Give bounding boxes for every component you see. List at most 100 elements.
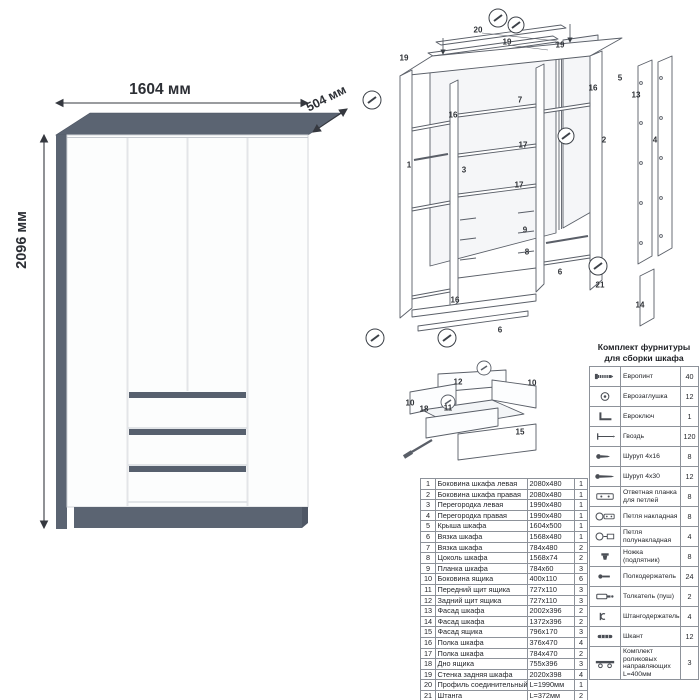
part-size-cell: 755x396 <box>527 658 575 670</box>
hardware-name-cell: Петля полунакладная <box>620 526 681 547</box>
shelf-pin-icon <box>594 571 616 582</box>
hinge-plate-icon <box>594 491 616 502</box>
part-qty-cell: 2 <box>574 615 588 628</box>
cap-icon <box>594 391 616 402</box>
hardware-icon-use <box>600 613 605 620</box>
part-number-cell: 5 <box>420 520 436 532</box>
part-size-cell: 400x110 <box>527 573 575 585</box>
part-number-cell: 8 <box>420 552 436 564</box>
hardware-qty-cell: 12 <box>680 626 699 647</box>
part-qty-cell: 1 <box>574 499 588 511</box>
plinth-piece <box>417 310 529 332</box>
part-name-cell: Фасад шкафа <box>435 605 528 617</box>
hardware-name-cell: Ответная планка для петлей <box>620 486 681 507</box>
plinth-right-step <box>302 507 308 528</box>
leader-line <box>481 32 558 42</box>
parts-table-row: 9 Планка шкафа 784x60 3 <box>420 562 588 575</box>
part-qty-cell: 1 <box>574 478 588 490</box>
hardware-row: Шкант 12 <box>589 626 699 647</box>
hardware-row: Петля накладная 8 <box>589 506 699 527</box>
hardware-icon-use <box>600 412 611 419</box>
part-size-cell: L=372мм <box>527 689 575 700</box>
part-number-cell: 2 <box>420 488 436 501</box>
part-name-cell: Полка шкафа <box>435 636 528 649</box>
leader-line <box>507 44 549 51</box>
part-name-cell: Фасад ящика <box>435 626 528 638</box>
part-number-cell: 17 <box>420 647 436 660</box>
parts-table-row: 17 Полка шкафа 784x470 2 <box>420 647 588 660</box>
door-panel <box>657 55 673 257</box>
shelf <box>411 200 451 212</box>
part-size-cell: 2002x396 <box>527 605 575 617</box>
part-name-cell: Дно ящика <box>435 658 528 670</box>
hinge-icon <box>594 531 616 542</box>
screwdriver-icon <box>409 439 433 454</box>
hardware-qty-cell: 8 <box>680 546 699 567</box>
hardware-icon-cell <box>589 606 621 627</box>
drawer-handles <box>129 392 246 472</box>
hardware-qty-cell: 120 <box>680 426 699 447</box>
hardware-name-cell: Европинт <box>620 366 681 387</box>
height-dimension-label: 2096 мм <box>14 211 30 269</box>
hardware-qty-cell: 8 <box>680 446 699 467</box>
hardware-name-cell: Еврозаглушка <box>620 386 681 407</box>
part-qty-cell: 1 <box>574 530 588 543</box>
part-size-cell: 2080x480 <box>527 488 575 501</box>
hardware-row: Евроключ 1 <box>589 406 699 427</box>
drawer-assembly-diagram <box>398 358 548 470</box>
part-name-cell: Планка шкафа <box>435 562 528 575</box>
hardware-kit: Комплект фурнитуры для сборки шкафа Евро… <box>589 342 699 681</box>
hardware-name-cell: Штангодержатель <box>620 606 681 627</box>
plank <box>457 267 537 279</box>
depth-dimension-arrow <box>312 108 348 133</box>
drawer-seams <box>128 427 247 503</box>
hardware-icon-use <box>601 393 609 401</box>
hardware-icon-use <box>595 374 613 379</box>
hardware-name-cell: Шуруп 4x30 <box>620 466 681 487</box>
hardware-name-cell: Комплект роликовых направляющих L=400мм <box>620 645 681 681</box>
parts-table-row: 8 Цоколь шкафа 1568x74 2 <box>420 552 588 564</box>
hardware-icon-cell <box>589 645 621 681</box>
hinge-icon <box>594 511 616 522</box>
hardware-name-cell: Толкатель (пуш) <box>620 586 681 607</box>
width-dimension-label: 1604 мм <box>129 81 191 98</box>
exploded-assembly-diagram <box>358 8 700 348</box>
drawer-rail-icon <box>594 658 616 669</box>
part-name-cell: Цоколь шкафа <box>435 552 528 564</box>
part-number-cell: 18 <box>420 658 436 670</box>
part-name-cell: Профиль соединительный <box>435 679 528 691</box>
hardware-icon-cell <box>589 626 621 647</box>
drawer-front-panel <box>425 407 499 439</box>
part-qty-cell: 2 <box>574 605 588 617</box>
hardware-qty-cell: 40 <box>680 366 699 387</box>
hardware-qty-cell: 4 <box>680 606 699 627</box>
parts-table-row: 19 Стенка задняя шкафа 2020x398 4 <box>420 668 588 681</box>
part-number-cell: 4 <box>420 509 436 522</box>
part-name-cell: Задний щит ящика <box>435 594 528 607</box>
part-size-cell: 1604x500 <box>527 520 575 532</box>
part-size-cell: 784x470 <box>527 647 575 660</box>
wardrobe-left-side <box>56 135 67 529</box>
side-panel-right <box>589 50 603 291</box>
part-name-cell: Передний щит ящика <box>435 583 528 596</box>
part-number-cell: 14 <box>420 615 436 628</box>
hardware-row: Шуруп 4x30 12 <box>589 466 699 487</box>
leg-icon <box>594 551 616 562</box>
side-panel-left <box>399 69 413 319</box>
parts-table-row: 6 Вязка шкафа 1568x480 1 <box>420 530 588 543</box>
hardware-icon-cell <box>589 446 621 467</box>
part-qty-cell: 2 <box>574 541 588 554</box>
hardware-name-cell: Шуруп 4x16 <box>620 446 681 467</box>
hardware-name-cell: Евроключ <box>620 406 681 427</box>
roof-panel <box>399 37 623 77</box>
drawer-facade-panel <box>457 423 537 461</box>
parts-table-row: 4 Перегородка правая 1990x480 1 <box>420 509 588 522</box>
wardrobe-render: 1604 мм 504 мм 2096 мм <box>10 75 360 565</box>
part-qty-cell: 3 <box>574 562 588 575</box>
screwdriver-handle <box>402 450 414 459</box>
part-size-cell: 1568x480 <box>527 530 575 543</box>
hardware-table: Европинт 40 Еврозаглушка 12 <box>589 366 699 681</box>
part-qty-cell: 2 <box>574 647 588 660</box>
hardware-icon-use <box>598 574 610 578</box>
part-number-cell: 21 <box>420 689 436 700</box>
